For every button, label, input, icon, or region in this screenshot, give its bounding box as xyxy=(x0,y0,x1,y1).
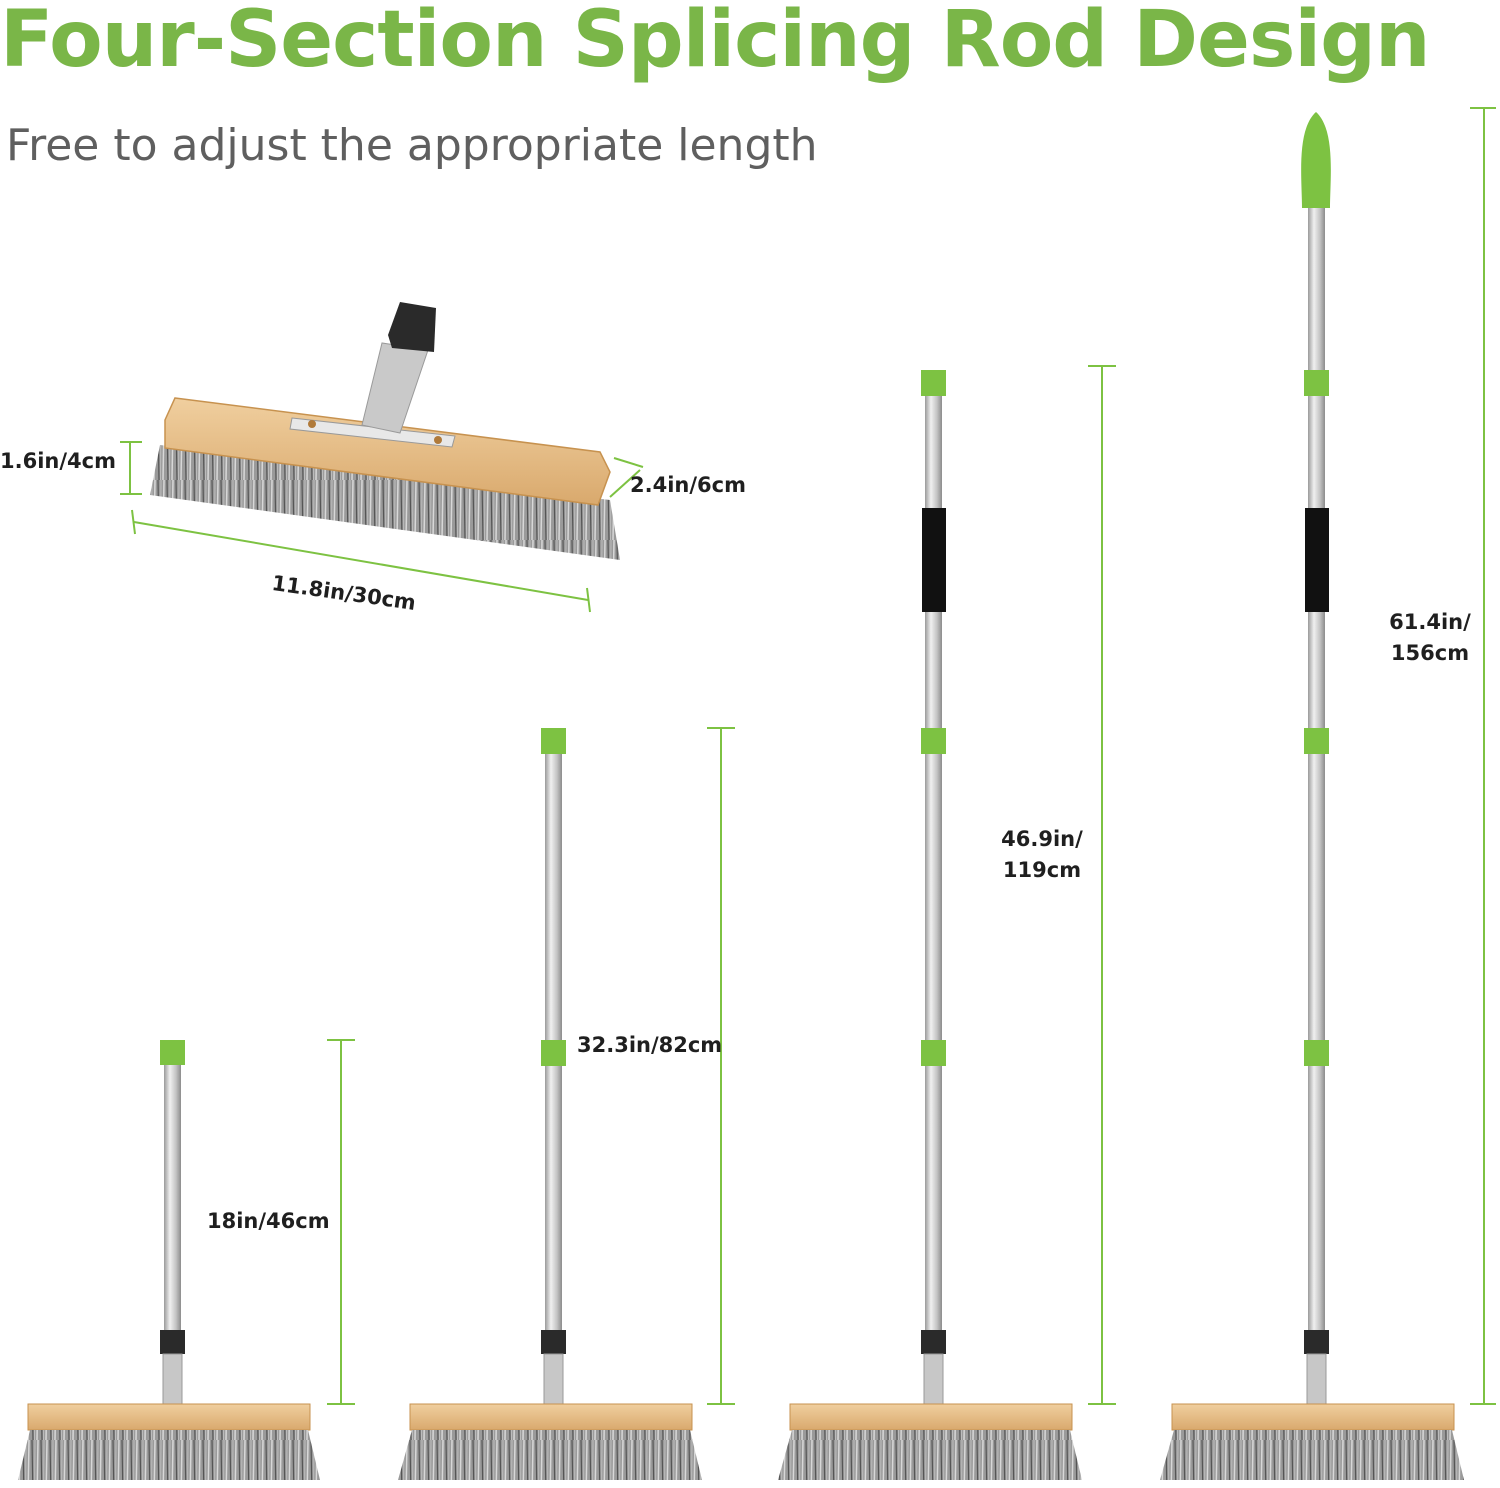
head-dimension-lines xyxy=(120,441,644,613)
page-subtitle: Free to adjust the appropriate length xyxy=(6,120,818,171)
dimension-depth-label: 2.4in/6cm xyxy=(630,473,746,497)
head-bristles xyxy=(150,445,620,560)
length-label-config-2: 32.3in/82cm xyxy=(577,1033,723,1057)
length-label-config-3-line1: 46.9in/ xyxy=(1001,827,1083,851)
brush-head-detail xyxy=(120,302,644,613)
length-label-config-3: 46.9in/ 119cm xyxy=(996,824,1088,886)
broom-config-1 xyxy=(18,1039,355,1480)
pole-end-cap xyxy=(160,1040,185,1065)
page-title: Four-Section Splicing Rod Design xyxy=(0,0,1430,85)
broom-config-3 xyxy=(778,365,1116,1480)
broom-config-2 xyxy=(398,727,735,1480)
head-socket-cap xyxy=(388,302,436,352)
head-wood-block xyxy=(164,397,611,506)
length-label-config-3-line2: 119cm xyxy=(1002,858,1082,882)
length-label-config-4: 61.4in/ 156cm xyxy=(1384,607,1476,669)
broom-config-4 xyxy=(1160,107,1496,1480)
length-label-config-1: 18in/46cm xyxy=(207,1209,330,1233)
head-socket-neck xyxy=(361,342,429,434)
length-label-config-4-line2: 156cm xyxy=(1390,641,1470,665)
grip-sleeve xyxy=(922,508,946,612)
dimension-height-label: 1.6in/4cm xyxy=(0,449,116,473)
hang-cap xyxy=(1301,112,1331,208)
length-label-config-4-line1: 61.4in/ xyxy=(1389,610,1471,634)
